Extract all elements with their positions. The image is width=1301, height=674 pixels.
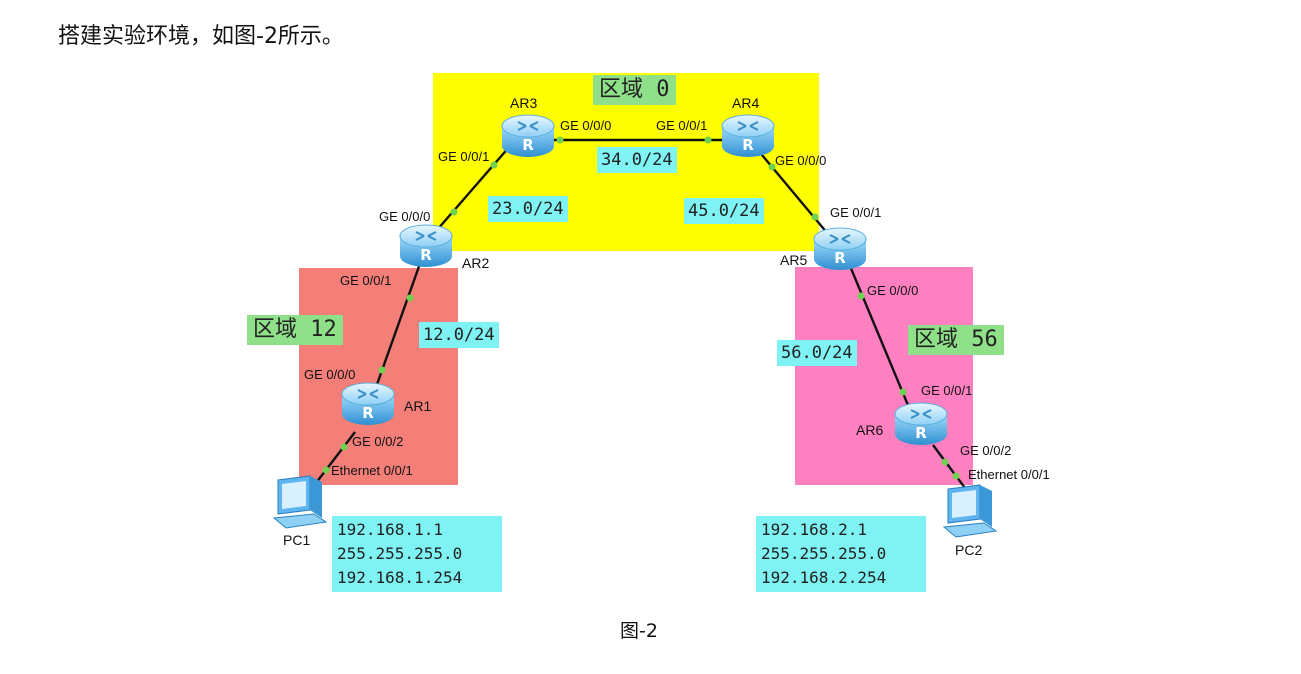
network-label-12: 12.0/24 xyxy=(419,322,499,348)
port-dot xyxy=(340,443,348,451)
router-ar3[interactable]: R xyxy=(500,112,556,164)
port-dot xyxy=(556,136,564,144)
router-icon: R xyxy=(399,224,453,267)
router-ar4[interactable]: R xyxy=(720,112,776,164)
link-ar2-ar3 xyxy=(436,145,511,231)
network-label-45: 45.0/24 xyxy=(684,198,764,224)
router-ar1[interactable]: R xyxy=(340,380,396,432)
port-dot xyxy=(811,213,819,221)
pc-pc1[interactable] xyxy=(270,474,328,534)
device-label-ar2: AR2 xyxy=(462,255,490,271)
figure-caption: 图-2 xyxy=(620,620,658,642)
port-label: GE 0/0/1 xyxy=(921,383,973,398)
port-label: GE 0/0/0 xyxy=(867,283,919,298)
port-label: GE 0/0/0 xyxy=(560,118,612,133)
port-dot xyxy=(322,466,330,474)
port-dot xyxy=(490,161,498,169)
zone-12-label: 区域 12 xyxy=(247,315,343,345)
port-label: GE 0/0/1 xyxy=(340,273,392,288)
pc1-gateway: 192.168.1.254 xyxy=(337,568,463,587)
network-label-23: 23.0/24 xyxy=(488,196,568,222)
port-dot xyxy=(450,208,458,216)
port-label: Ethernet 0/0/1 xyxy=(968,467,1050,482)
port-dot xyxy=(952,472,960,480)
port-dot xyxy=(857,292,865,300)
device-label-pc2: PC2 xyxy=(955,542,983,558)
port-dot xyxy=(704,136,712,144)
svg-text:R: R xyxy=(420,246,432,264)
pc1-ip: 192.168.1.1 xyxy=(337,520,443,539)
zone-12-area xyxy=(299,268,458,485)
zone-0-label: 区域 0 xyxy=(593,75,676,105)
svg-text:R: R xyxy=(522,136,534,154)
port-label: GE 0/0/0 xyxy=(304,367,356,382)
port-label: GE 0/0/0 xyxy=(379,209,431,224)
port-label: Ethernet 0/0/1 xyxy=(331,463,413,478)
network-label-34: 34.0/24 xyxy=(597,147,677,173)
link-ar5-ar6 xyxy=(848,265,912,411)
router-icon: R xyxy=(341,382,395,425)
pc-icon xyxy=(942,484,998,538)
port-dot xyxy=(378,366,386,374)
link-ar1-pc1 xyxy=(315,431,356,484)
port-label: GE 0/0/1 xyxy=(438,149,490,164)
svg-text:R: R xyxy=(742,136,754,154)
port-dot xyxy=(768,163,776,171)
pc2-address-block: 192.168.2.1 255.255.255.0 192.168.2.254 xyxy=(756,516,926,592)
svg-text:R: R xyxy=(915,424,927,442)
pc2-ip: 192.168.2.1 xyxy=(761,520,867,539)
port-label: GE 0/0/2 xyxy=(352,434,404,449)
device-label-ar4: AR4 xyxy=(732,95,760,111)
device-label-ar3: AR3 xyxy=(510,95,538,111)
pc-icon xyxy=(272,475,328,529)
svg-text:R: R xyxy=(362,404,374,422)
router-icon: R xyxy=(813,227,867,270)
pc2-gateway: 192.168.2.254 xyxy=(761,568,887,587)
router-ar5[interactable]: R xyxy=(812,225,868,277)
device-label-pc1: PC1 xyxy=(283,532,311,548)
router-ar6[interactable]: R xyxy=(893,400,949,452)
network-label-56: 56.0/24 xyxy=(777,340,857,366)
port-label: GE 0/0/2 xyxy=(960,443,1012,458)
port-dot xyxy=(941,458,949,466)
page-heading: 搭建实验环境，如图-2所示。 xyxy=(58,24,344,49)
zone-56-label: 区域 56 xyxy=(908,325,1004,355)
port-dot xyxy=(406,294,414,302)
pc-pc2[interactable] xyxy=(940,483,998,543)
pc2-mask: 255.255.255.0 xyxy=(761,544,887,563)
device-label-ar5: AR5 xyxy=(780,252,808,268)
port-label: GE 0/0/0 xyxy=(775,153,827,168)
port-label: GE 0/0/1 xyxy=(830,205,882,220)
router-icon: R xyxy=(721,114,775,157)
router-ar2[interactable]: R xyxy=(398,222,454,274)
device-label-ar6: AR6 xyxy=(856,422,884,438)
port-dot xyxy=(899,388,907,396)
zone-56-area xyxy=(795,267,973,485)
pc1-mask: 255.255.255.0 xyxy=(337,544,463,563)
pc1-address-block: 192.168.1.1 255.255.255.0 192.168.1.254 xyxy=(332,516,502,592)
router-icon: R xyxy=(501,114,555,157)
svg-text:R: R xyxy=(834,249,846,267)
link-ar6-pc2 xyxy=(932,444,966,489)
router-icon: R xyxy=(894,402,948,445)
device-label-ar1: AR1 xyxy=(404,398,432,414)
port-label: GE 0/0/1 xyxy=(656,118,708,133)
